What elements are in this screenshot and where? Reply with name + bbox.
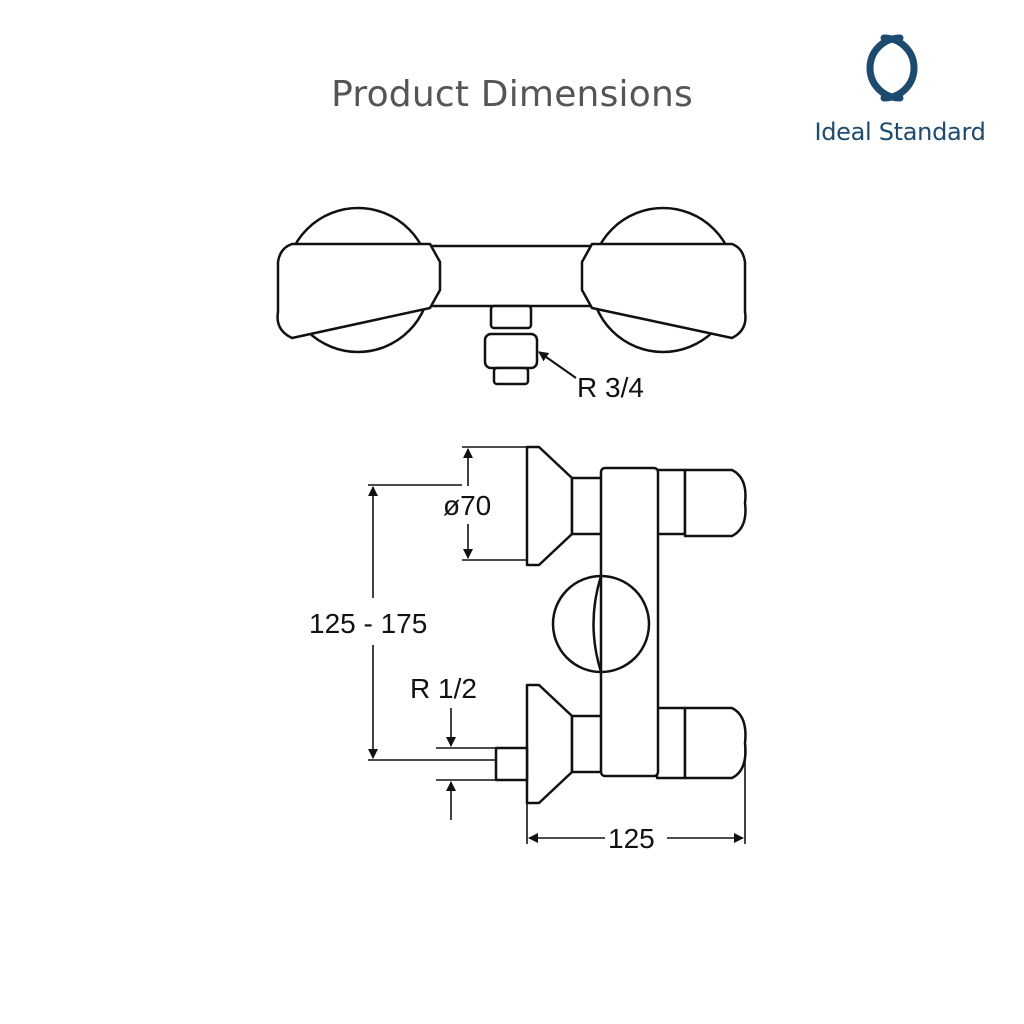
side-view [494, 445, 747, 805]
center-distance-label: 125 - 175 [309, 608, 427, 639]
brand-name: Ideal Standard [814, 118, 986, 146]
lower-flange [525, 683, 574, 805]
inlet-thread-label: R 1/2 [410, 673, 477, 704]
round-knob-side [551, 574, 602, 674]
inlet-pipe-end [494, 746, 529, 782]
lower-connector [570, 714, 604, 774]
page-title: Product Dimensions [331, 74, 693, 115]
dimension-lines [368, 446, 746, 844]
mixer-body-top [428, 244, 594, 308]
lower-handle-base [655, 706, 687, 780]
outlet-stem [489, 304, 533, 330]
body-curve [600, 574, 651, 674]
upper-handle-base [655, 468, 687, 536]
flange-diameter-label: ø70 [443, 490, 491, 521]
left-handle-top [276, 242, 442, 340]
outlet-tip [492, 366, 530, 386]
top-view [276, 206, 747, 386]
upper-connector [570, 476, 604, 536]
interlocking-rings-logo-icon [866, 34, 918, 102]
lower-handle-side [683, 706, 747, 780]
mixer-body-side [599, 466, 660, 778]
outlet-nut [483, 332, 539, 370]
round-knob-face [592, 575, 603, 673]
outlet-thread-label: R 3/4 [577, 372, 644, 403]
outlet-thread-leader [538, 351, 577, 379]
depth-label: 125 [608, 823, 655, 854]
upper-flange [525, 445, 574, 567]
brand-logo: Ideal Standard [800, 30, 1000, 160]
right-handle-top [580, 242, 747, 340]
upper-handle-side [683, 468, 747, 538]
